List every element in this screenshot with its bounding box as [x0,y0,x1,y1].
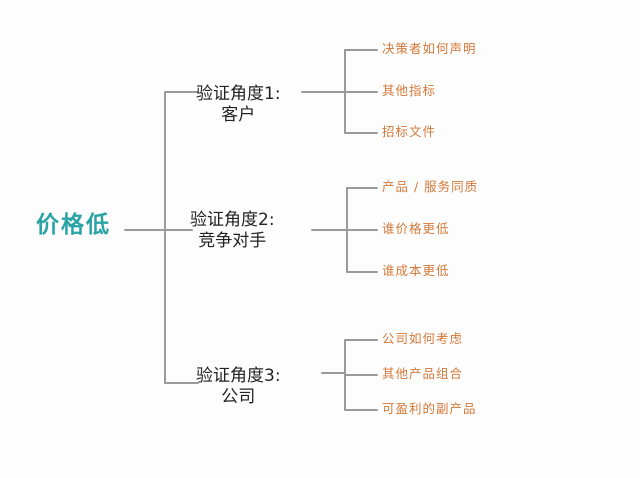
leaf-node: 其他指标 [382,83,437,98]
root-node: 价格低 [36,212,111,238]
branch-node-title: 验证角度3: [196,366,281,386]
branch-node-title: 验证角度2: [190,210,275,230]
branch-node-subtitle: 竞争对手 [198,231,267,251]
branch-node-customer: 验证角度1: 客户 [196,84,281,126]
leaf-node: 谁成本更低 [382,263,450,278]
branch-node-company: 验证角度3: 公司 [196,366,281,408]
leaf-node: 谁价格更低 [382,221,450,236]
leaf-node: 可盈利的副产品 [382,401,477,416]
leaf-node: 产品 / 服务同质 [382,179,479,194]
branch-node-competitor: 验证角度2: 竞争对手 [190,210,275,252]
branch-node-subtitle: 公司 [221,387,256,407]
branch-node-title: 验证角度1: [196,84,281,104]
leaf-node: 公司如何考虑 [382,331,464,346]
branch-node-subtitle: 客户 [221,105,256,125]
leaf-node: 招标文件 [382,124,437,139]
leaf-node: 决策者如何声明 [382,41,477,56]
leaf-node: 其他产品组合 [382,366,464,381]
